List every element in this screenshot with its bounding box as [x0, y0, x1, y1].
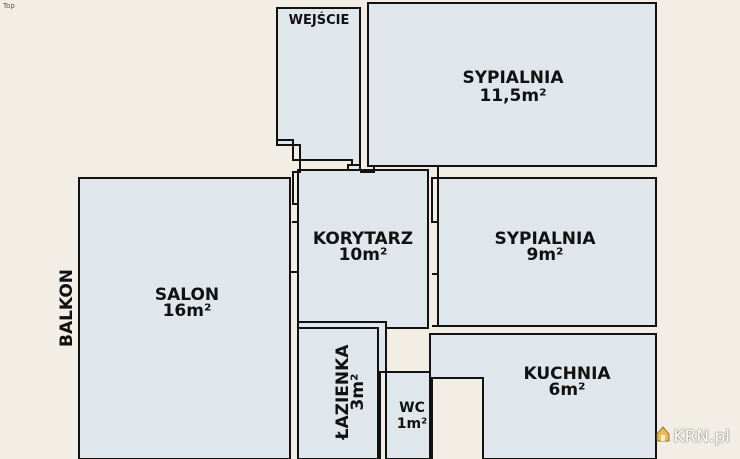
room-area-kuchnia: 6m²	[549, 380, 586, 400]
room-name-wc: WC	[399, 400, 425, 416]
watermark-text: KRN.pl	[673, 426, 730, 447]
room-salon	[78, 177, 291, 459]
watermark: KRN.pl	[656, 426, 730, 447]
room-area-wc: 1m²	[397, 416, 427, 432]
wall-details	[277, 139, 439, 459]
room-area-salon: 16m²	[163, 301, 212, 321]
room-area-korytarz: 10m²	[339, 245, 388, 265]
room-area-lazienka: 3m²	[348, 374, 368, 411]
room-lazienka	[297, 327, 379, 459]
room-name-lazienka: ŁAZIENKA	[333, 344, 353, 441]
room-kuchnia	[429, 333, 657, 459]
view-label: Top	[3, 2, 15, 10]
room-sypialnia-1	[367, 2, 657, 167]
room-wc	[385, 371, 431, 459]
room-name-wejscie: WEJŚCIE	[289, 12, 350, 28]
room-wejscie	[276, 7, 361, 173]
room-name-kuchnia: KUCHNIA	[523, 364, 611, 384]
room-area-sypialnia-1: 11,5m²	[479, 86, 546, 106]
house-icon	[656, 426, 670, 447]
room-area-sypialnia-2: 9m²	[527, 245, 564, 265]
room-name-salon: SALON	[155, 285, 219, 305]
room-name-sypialnia-2: SYPIALNIA	[494, 229, 596, 249]
room-name-sypialnia-1: SYPIALNIA	[462, 68, 564, 88]
room-name-korytarz: KORYTARZ	[313, 229, 413, 249]
balcony-label: BALKON	[57, 269, 77, 347]
